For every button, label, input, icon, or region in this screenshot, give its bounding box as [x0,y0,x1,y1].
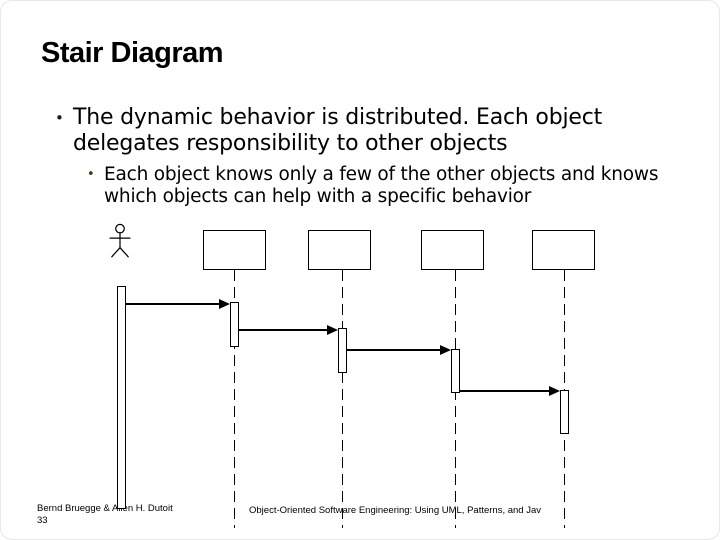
bullet-text-1: The dynamic behavior is distributed. Eac… [73,105,603,156]
actor-activation-bar [117,286,126,509]
object-box-3 [421,230,484,270]
object-box-1 [203,230,266,270]
footer-left: Bernd Bruegge & Allen H. Dutoit 33 [37,503,173,527]
lifeline-1 [234,270,235,528]
footer-page-number: 33 [37,515,48,526]
lifeline-3 [455,270,456,528]
message-arrow-4 [460,386,560,396]
activation-bar-3 [451,349,460,393]
sub-bullet-marker-icon: • [87,167,95,182]
message-arrow-1 [126,299,230,309]
object-box-2 [308,230,371,270]
lifeline-2 [342,270,343,528]
object-box-4 [532,230,595,270]
footer-book-title: Object-Oriented Software Engineering: Us… [249,505,542,516]
footer-authors: Bernd Bruegge & Allen H. Dutoit [37,503,173,514]
message-arrow-2 [239,325,338,335]
bullet-text-2: Each object knows only a few of the othe… [104,164,659,207]
slide-title: Stair Diagram [41,37,224,69]
message-arrow-3 [347,345,451,355]
activation-bar-4 [560,390,569,434]
activation-bar-2 [338,328,347,373]
activation-bar-1 [230,302,239,347]
stick-figure-actor-icon [109,223,131,258]
bullet-item-1: • The dynamic behavior is distributed. E… [55,105,673,157]
bullet-item-2: • Each object knows only a few of the ot… [87,164,682,208]
bullet-marker-icon: • [55,109,64,127]
